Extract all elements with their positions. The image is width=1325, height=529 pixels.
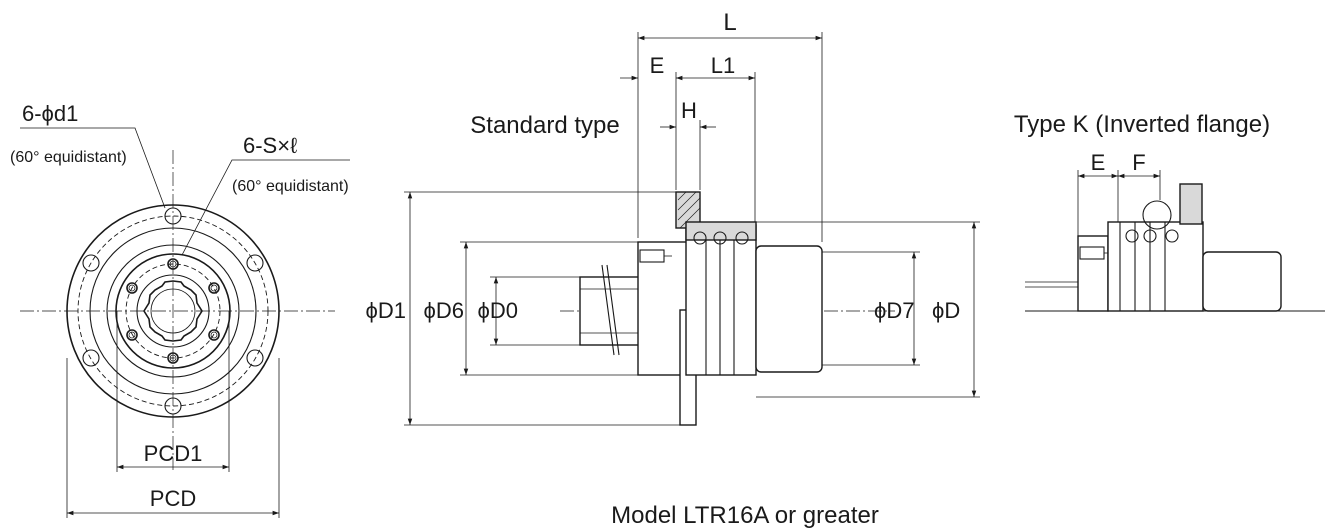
flange-step-circle (89, 227, 257, 395)
flange-outer-circle (66, 204, 280, 418)
dim-D1: ϕD1 (366, 298, 406, 323)
hole-callout-note: (60° equidistant) (10, 149, 127, 166)
dim-D6: ϕD6 (424, 298, 464, 323)
dim-D7: ϕD7 (874, 298, 914, 323)
tap-callout-note: (60° equidistant) (232, 178, 349, 195)
type-k-title: Type K (Inverted flange) (1014, 111, 1270, 138)
type-k-flange (1179, 183, 1203, 225)
flange-bolt-holes (82, 207, 264, 415)
type-k-sleeve (1202, 251, 1282, 312)
outer-sleeve (755, 245, 823, 373)
housing (685, 224, 757, 376)
bearing-balls (685, 221, 757, 245)
type-k-nut (1077, 235, 1109, 312)
type-k-dim-E: E (1091, 150, 1106, 175)
spline-bore (143, 280, 203, 342)
standard-type-title: Standard type (470, 112, 619, 139)
tap-callout: 6-S×ℓ (243, 133, 298, 158)
dim-D: ϕD (932, 298, 960, 323)
type-k-dim-F: F (1132, 150, 1145, 175)
dim-H: H (681, 98, 697, 123)
dim-L: L (723, 9, 736, 36)
pcd1-label: PCD1 (144, 441, 203, 466)
caption: Model LTR16A or greater (611, 502, 879, 529)
tapped-holes (126, 258, 220, 364)
pcd-label: PCD (150, 486, 196, 511)
hole-callout: 6-ϕd1 (22, 101, 78, 126)
front-view: 6-ϕd1 (60° equidistant) 6-S×ℓ (60° equid… (10, 101, 350, 518)
type-k-view: Type K (Inverted flange) E F (1014, 111, 1325, 312)
dim-D0: ϕD0 (478, 298, 518, 323)
dim-E: E (650, 53, 665, 78)
dim-L1: L1 (711, 53, 735, 78)
standard-type-view: Standard type L E L1 H ϕD1 ϕD6 ϕD0 ϕD7 ϕ… (366, 9, 980, 426)
